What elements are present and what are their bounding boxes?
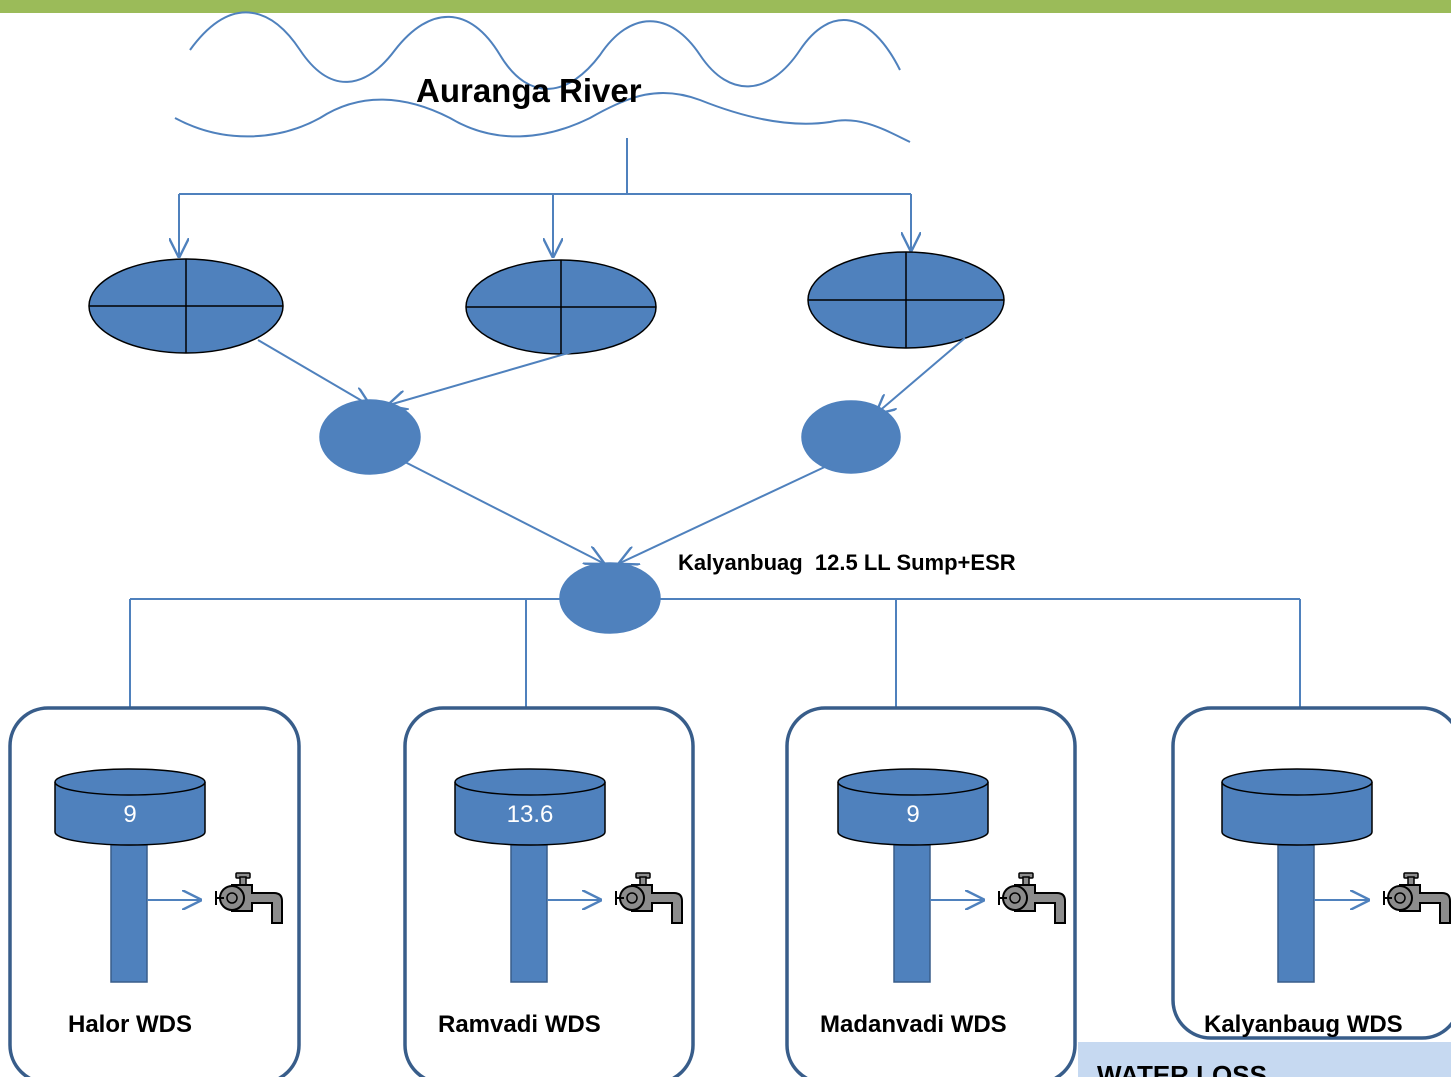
water-tank — [1221, 768, 1373, 983]
treatment-node-3 — [807, 251, 1005, 349]
distribution-lines — [130, 598, 1300, 765]
hub-feed-lines — [404, 461, 832, 563]
river-label: Auranga River — [416, 72, 642, 109]
wds-label: Kalyanbaug WDS — [1204, 1011, 1403, 1038]
wds-label: Halor WDS — [68, 1011, 192, 1038]
water-tank — [837, 768, 989, 983]
water-loss-panel — [1078, 1042, 1451, 1077]
tank-capacity: 9 — [123, 801, 136, 828]
top-bar — [0, 0, 1451, 13]
junction-feed-lines — [257, 337, 966, 413]
wds-label: Ramvadi WDS — [438, 1011, 601, 1038]
water-loss-label: WATER LOSS — [1097, 1060, 1267, 1077]
hub-label: Kalyanbuag 12.5 LL Sump+ESR — [678, 550, 1016, 575]
junction-node-left — [319, 399, 421, 475]
river-wave-top — [189, 11, 901, 90]
treatment-node-2 — [465, 259, 657, 355]
wds-label: Madanvadi WDS — [820, 1011, 1007, 1038]
water-tank — [454, 768, 606, 983]
tank-capacity: 9 — [906, 801, 919, 828]
junction-node-right — [801, 400, 901, 474]
intake-lines — [179, 138, 911, 256]
water-tank — [54, 768, 206, 983]
tank-capacity: 13.6 — [507, 801, 554, 828]
treatment-node-1 — [88, 258, 284, 354]
river-wave-bottom — [174, 91, 911, 143]
